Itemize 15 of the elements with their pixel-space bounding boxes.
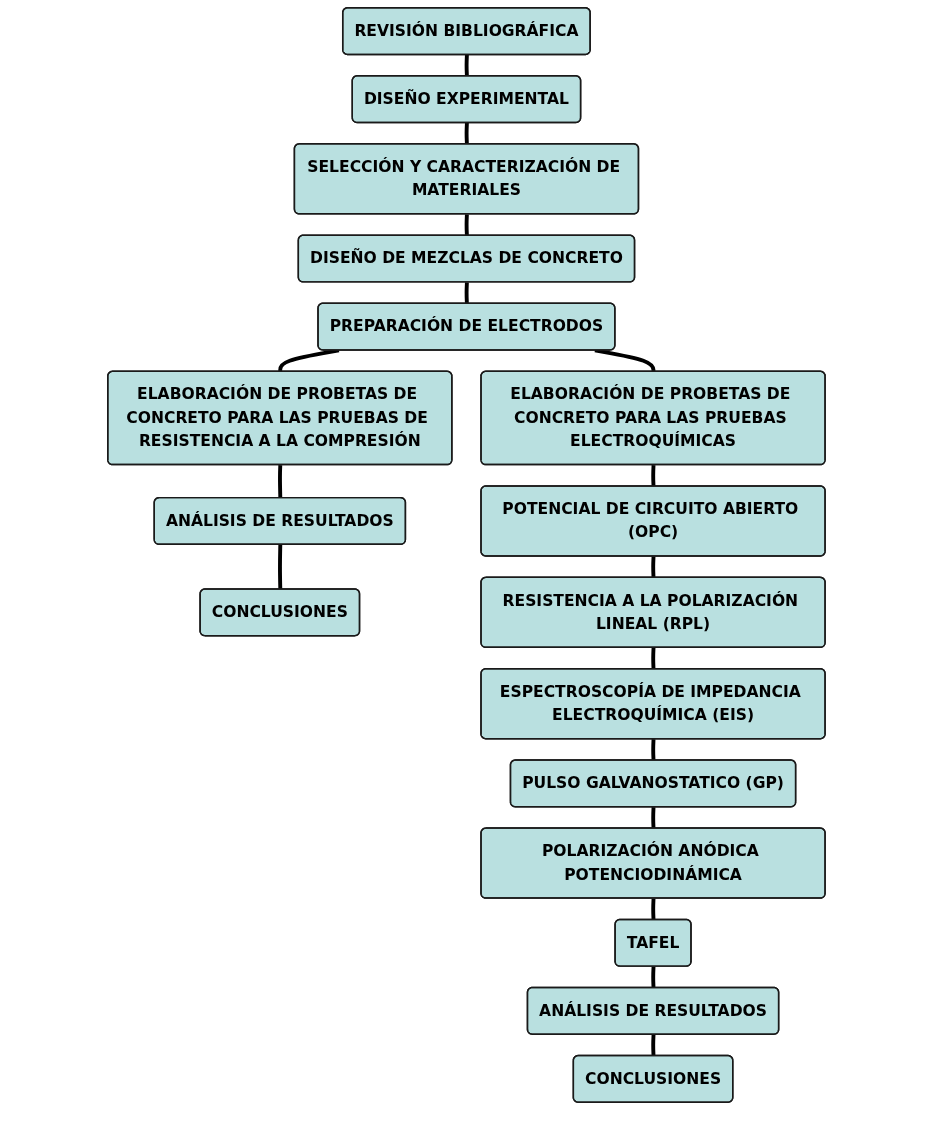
connector xyxy=(464,214,469,236)
connector xyxy=(277,544,282,590)
connector xyxy=(464,54,469,77)
connector xyxy=(277,464,282,499)
connector xyxy=(650,647,656,670)
connector xyxy=(650,1034,656,1057)
connector xyxy=(650,556,656,578)
connector xyxy=(650,806,656,829)
connector xyxy=(650,738,656,761)
connector xyxy=(464,122,469,145)
connector xyxy=(650,898,656,921)
connector xyxy=(277,348,339,372)
connector xyxy=(650,966,656,989)
connector xyxy=(464,282,469,304)
connector xyxy=(650,464,656,487)
